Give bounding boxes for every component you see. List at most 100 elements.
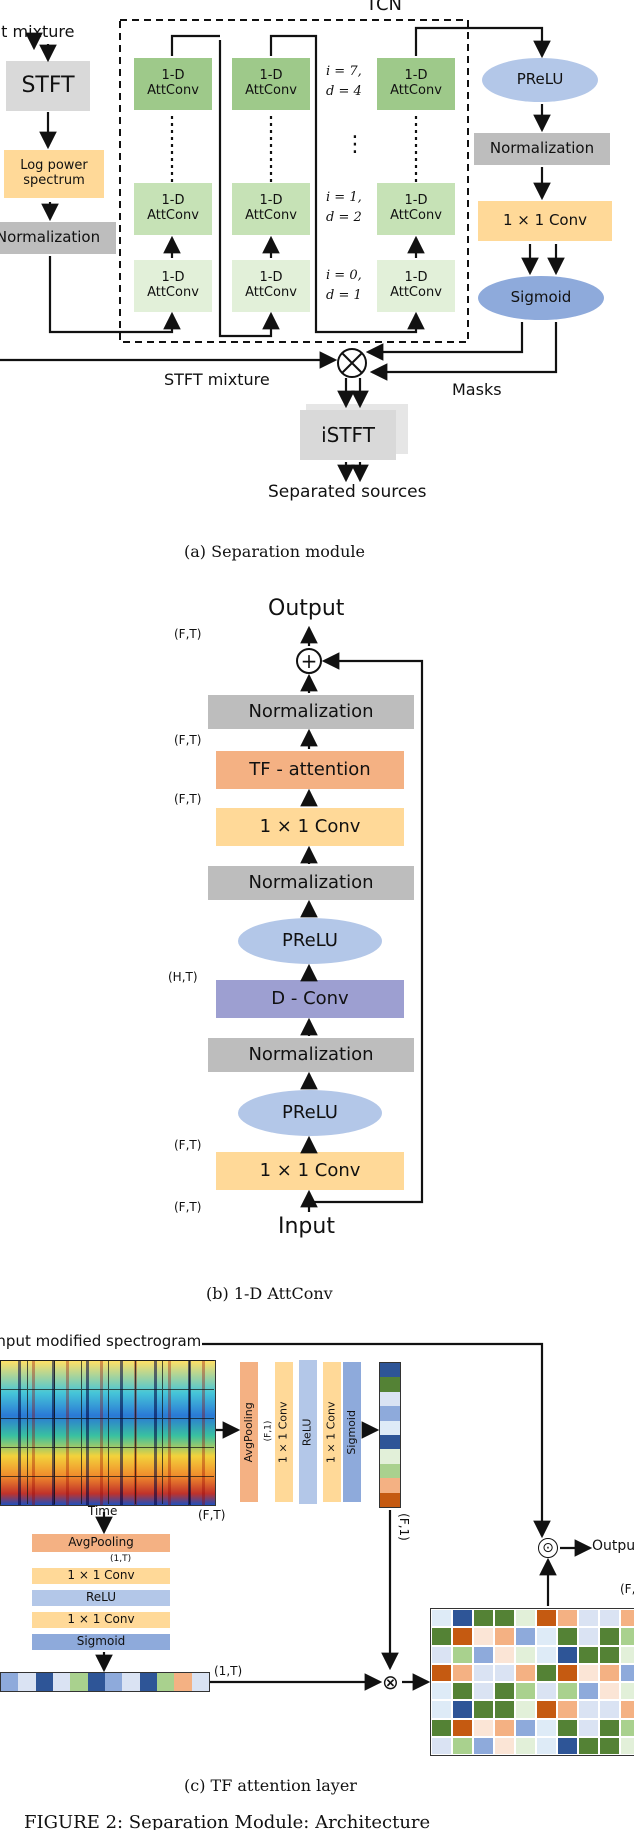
output-grid-cell	[578, 1663, 599, 1682]
output-grid-cell	[452, 1736, 473, 1755]
output-grid-cell	[515, 1736, 536, 1755]
dim-ft-b3: (F,T)	[174, 792, 202, 806]
conv1x1-block-b-bottom: 1 × 1 Conv	[216, 1152, 404, 1190]
output-grid-cell	[431, 1609, 452, 1628]
output-grid-cell	[536, 1718, 557, 1737]
dim-ft-b2: (F,T)	[174, 733, 202, 747]
stft-block: STFT	[6, 61, 90, 111]
iter-0-d: d = 1	[326, 288, 362, 303]
masks-label: Masks	[452, 380, 502, 399]
output-grid-cell	[578, 1700, 599, 1719]
output-grid-cell	[515, 1663, 536, 1682]
attconv-col3-bottom: 1-D AttConv	[377, 260, 455, 312]
figure-caption: FIGURE 2: Separation Module: Architectur…	[24, 1812, 431, 1830]
output-grid-cell	[452, 1645, 473, 1664]
dim-ft-b1: (F,T)	[174, 627, 202, 641]
output-label-c: Output	[592, 1538, 634, 1554]
attconv-col1-top: 1-D AttConv	[134, 58, 212, 110]
iter-0-i: i = 0,	[326, 268, 362, 283]
sigmoid-ellipse-a: Sigmoid	[478, 276, 604, 320]
output-grid-cell	[431, 1645, 452, 1664]
output-grid-cell	[620, 1700, 634, 1719]
spectrogram-grid	[0, 1360, 214, 1504]
output-grid-cell	[599, 1700, 620, 1719]
output-grid-cell	[494, 1609, 515, 1628]
otimes-node-c: ⊗	[382, 1670, 399, 1694]
istft-block: iSTFT	[300, 410, 396, 460]
conv-vertical-block-1: 1 × 1 Conv	[275, 1362, 293, 1502]
output-grid-cell	[557, 1736, 578, 1755]
prelu-ellipse-b-low: PReLU	[238, 1090, 382, 1136]
output-grid-cell	[536, 1700, 557, 1719]
output-grid-cell	[557, 1718, 578, 1737]
attconv-col3-mid: 1-D AttConv	[377, 183, 455, 235]
attconv-col2-bottom: 1-D AttConv	[232, 260, 310, 312]
dim-1t-label: (1,T)	[214, 1664, 243, 1678]
output-grid-cell	[620, 1609, 634, 1628]
dim-ft-b4: (F,T)	[174, 1138, 202, 1152]
output-grid-cell	[599, 1627, 620, 1646]
output-grid-cell	[452, 1682, 473, 1701]
conv1x1-block-a: 1 × 1 Conv	[478, 201, 612, 241]
attention-output-grid	[430, 1608, 634, 1756]
output-grid-cell	[536, 1682, 557, 1701]
dim-ft-c: (F,T)	[198, 1508, 226, 1522]
time-attention-vector	[0, 1672, 210, 1692]
output-grid-cell	[515, 1645, 536, 1664]
output-grid-cell	[452, 1609, 473, 1628]
output-grid-cell	[578, 1736, 599, 1755]
caption-c: (c) TF attention layer	[184, 1776, 357, 1795]
output-grid-cell	[431, 1627, 452, 1646]
normalization-block-b-mid: Normalization	[208, 866, 414, 900]
dconv-block: D - Conv	[216, 980, 404, 1018]
output-grid-cell	[620, 1627, 634, 1646]
output-grid-cell	[431, 1700, 452, 1719]
avgpool-vertical-block: AvgPooling	[240, 1362, 258, 1502]
output-grid-cell	[473, 1682, 494, 1701]
output-grid-cell	[578, 1718, 599, 1737]
output-grid-cell	[473, 1663, 494, 1682]
output-grid-cell	[452, 1718, 473, 1737]
caption-a: (a) Separation module	[184, 542, 366, 561]
input-label-b: Input	[278, 1214, 335, 1239]
output-grid-cell	[515, 1700, 536, 1719]
attconv-col2-mid: 1-D AttConv	[232, 183, 310, 235]
output-grid-cell	[578, 1682, 599, 1701]
conv-h-block-1: 1 × 1 Conv	[32, 1568, 170, 1584]
tf-attention-block: TF - attention	[216, 751, 404, 789]
output-grid-cell	[452, 1627, 473, 1646]
output-grid-cell	[473, 1627, 494, 1646]
iter-7-i: i = 7,	[326, 64, 362, 79]
normalization-block-b-top: Normalization	[208, 695, 414, 729]
output-grid-cell	[473, 1736, 494, 1755]
iter-1-d: d = 2	[326, 210, 362, 225]
tcn-dots: ⋮	[344, 132, 366, 157]
output-grid-cell	[578, 1609, 599, 1628]
prelu-ellipse-a: PReLU	[482, 58, 598, 102]
output-grid-cell	[494, 1736, 515, 1755]
dim-1t-small-label: (1,T)	[110, 1554, 132, 1564]
relu-block: ReLU	[32, 1590, 170, 1606]
output-grid-cell	[599, 1663, 620, 1682]
output-grid-cell	[452, 1663, 473, 1682]
output-grid-cell	[599, 1609, 620, 1628]
output-grid-cell	[599, 1718, 620, 1737]
output-grid-cell	[620, 1736, 634, 1755]
output-grid-cell	[494, 1718, 515, 1737]
output-grid-cell	[473, 1609, 494, 1628]
output-grid-cell	[578, 1645, 599, 1664]
output-grid-cell	[620, 1718, 634, 1737]
normalization-block-right: Normalization	[474, 133, 610, 165]
prelu-ellipse-b-top: PReLU	[238, 918, 382, 964]
input-spectrogram-label: Input modified spectrogram	[0, 1332, 202, 1350]
output-grid-cell	[536, 1609, 557, 1628]
conv1x1-block-b-top: 1 × 1 Conv	[216, 808, 404, 846]
output-grid-cell	[620, 1682, 634, 1701]
normalization-block-left: Normalization	[0, 222, 116, 254]
relu-vertical-block: ReLU	[299, 1360, 317, 1504]
dim-ft-out-label: (F,T)	[620, 1582, 634, 1596]
output-grid-cell	[557, 1682, 578, 1701]
output-grid-cell	[515, 1718, 536, 1737]
iter-1-i: i = 1,	[326, 190, 362, 205]
